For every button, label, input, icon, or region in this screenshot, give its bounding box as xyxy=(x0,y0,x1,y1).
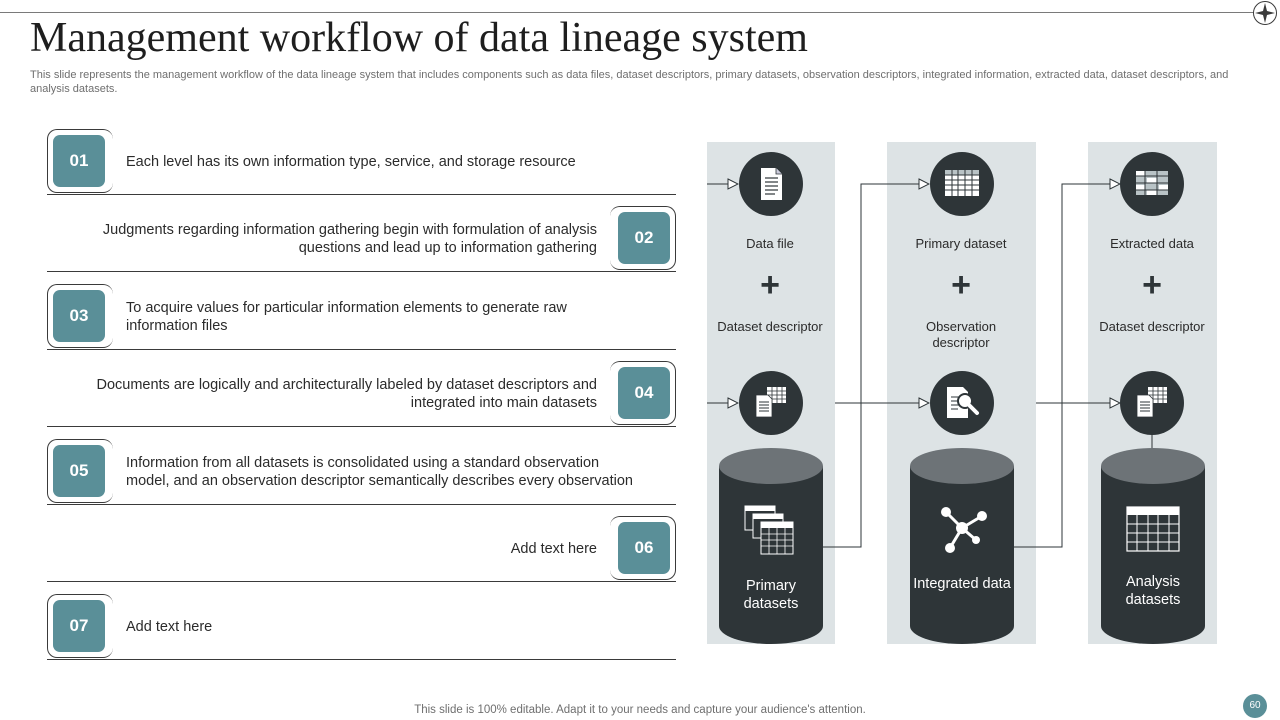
observation-descriptor-label: Observation descriptor xyxy=(925,319,997,350)
step-divider xyxy=(47,426,676,427)
step-row-02: 02 Judgments regarding information gathe… xyxy=(47,206,676,272)
integrated-data-cylinder: Integrated data xyxy=(910,448,1014,644)
step-row-06: 06 Add text here xyxy=(47,516,676,582)
step-row-04: 04 Documents are logically and architect… xyxy=(47,361,676,427)
extracted-data-label: Extracted data xyxy=(1110,236,1194,251)
arrow-integrated-to-extracted xyxy=(1014,184,1120,548)
step-text: Information from all datasets is consoli… xyxy=(126,455,633,489)
data-file-label: Data file xyxy=(746,236,794,251)
analysis-datasets-label: Analysis datasets xyxy=(1125,574,1181,608)
step-number-badge: 04 xyxy=(618,367,670,419)
step-row-07: 07 Add text here xyxy=(47,594,676,660)
step-divider xyxy=(47,271,676,272)
step-number-badge: 07 xyxy=(53,600,105,652)
step-number-badge: 06 xyxy=(618,522,670,574)
dataset-descriptor-icon xyxy=(739,371,803,435)
step-divider xyxy=(47,504,676,505)
cylinder-top xyxy=(719,448,823,484)
cylinder-body xyxy=(1101,466,1205,644)
network-icon xyxy=(941,507,987,553)
extracted-table-icon xyxy=(1120,152,1184,216)
step-number-badge: 02 xyxy=(618,212,670,264)
step-text: To acquire values for particular informa… xyxy=(126,300,567,334)
step-number-badge: 03 xyxy=(53,290,105,342)
dataset-descriptor-icon xyxy=(1120,371,1184,435)
arrow-primary-to-primary-dataset xyxy=(823,184,929,548)
primary-dataset-label: Primary dataset xyxy=(915,236,1007,251)
magnifier-document-icon xyxy=(930,371,994,435)
analysis-datasets-cylinder: Analysis datasets xyxy=(1101,448,1205,644)
dataset-descriptor-label: Dataset descriptor xyxy=(1099,319,1205,334)
stacked-tables-icon xyxy=(744,505,794,555)
page-title: Management workflow of data lineage syst… xyxy=(30,15,808,61)
table-icon xyxy=(930,152,994,216)
document-icon xyxy=(739,152,803,216)
dataset-descriptor-label: Dataset descriptor xyxy=(717,319,823,334)
plus-sign: + xyxy=(1142,266,1162,304)
footer-note: This slide is 100% editable. Adapt it to… xyxy=(414,704,866,716)
step-text: Add text here xyxy=(510,541,597,557)
primary-datasets-label: Primary datasets xyxy=(743,578,799,612)
step-row-03: 03 To acquire values for particular info… xyxy=(47,284,676,350)
step-number-badge: 05 xyxy=(53,445,105,497)
step-text: Judgments regarding information gatherin… xyxy=(102,222,597,256)
step-text: Documents are logically and architectura… xyxy=(96,377,597,411)
cylinder-body xyxy=(719,466,823,644)
page-number-badge: 60 xyxy=(1243,694,1267,718)
integrated-data-label: Integrated data xyxy=(913,576,1011,592)
cylinder-top xyxy=(1101,448,1205,484)
grid-table-icon xyxy=(1126,506,1180,552)
step-text: Each level has its own information type,… xyxy=(126,154,576,170)
step-row-05: 05 Information from all datasets is cons… xyxy=(47,439,676,505)
compass-icon xyxy=(1253,1,1277,25)
cylinder-top xyxy=(910,448,1014,484)
plus-sign: + xyxy=(760,266,780,304)
step-row-01: 01 Each level has its own information ty… xyxy=(47,129,676,195)
cylinder-body xyxy=(910,466,1014,644)
page-subtitle: This slide represents the management wor… xyxy=(30,69,1229,95)
top-rule xyxy=(0,12,1255,13)
step-text: Add text here xyxy=(126,619,213,635)
step-divider xyxy=(47,581,676,582)
step-divider xyxy=(47,659,676,660)
step-divider xyxy=(47,349,676,350)
step-divider xyxy=(47,194,676,195)
step-number-badge: 01 xyxy=(53,135,105,187)
plus-sign: + xyxy=(951,266,971,304)
primary-datasets-cylinder: Primary datasets xyxy=(719,448,823,644)
